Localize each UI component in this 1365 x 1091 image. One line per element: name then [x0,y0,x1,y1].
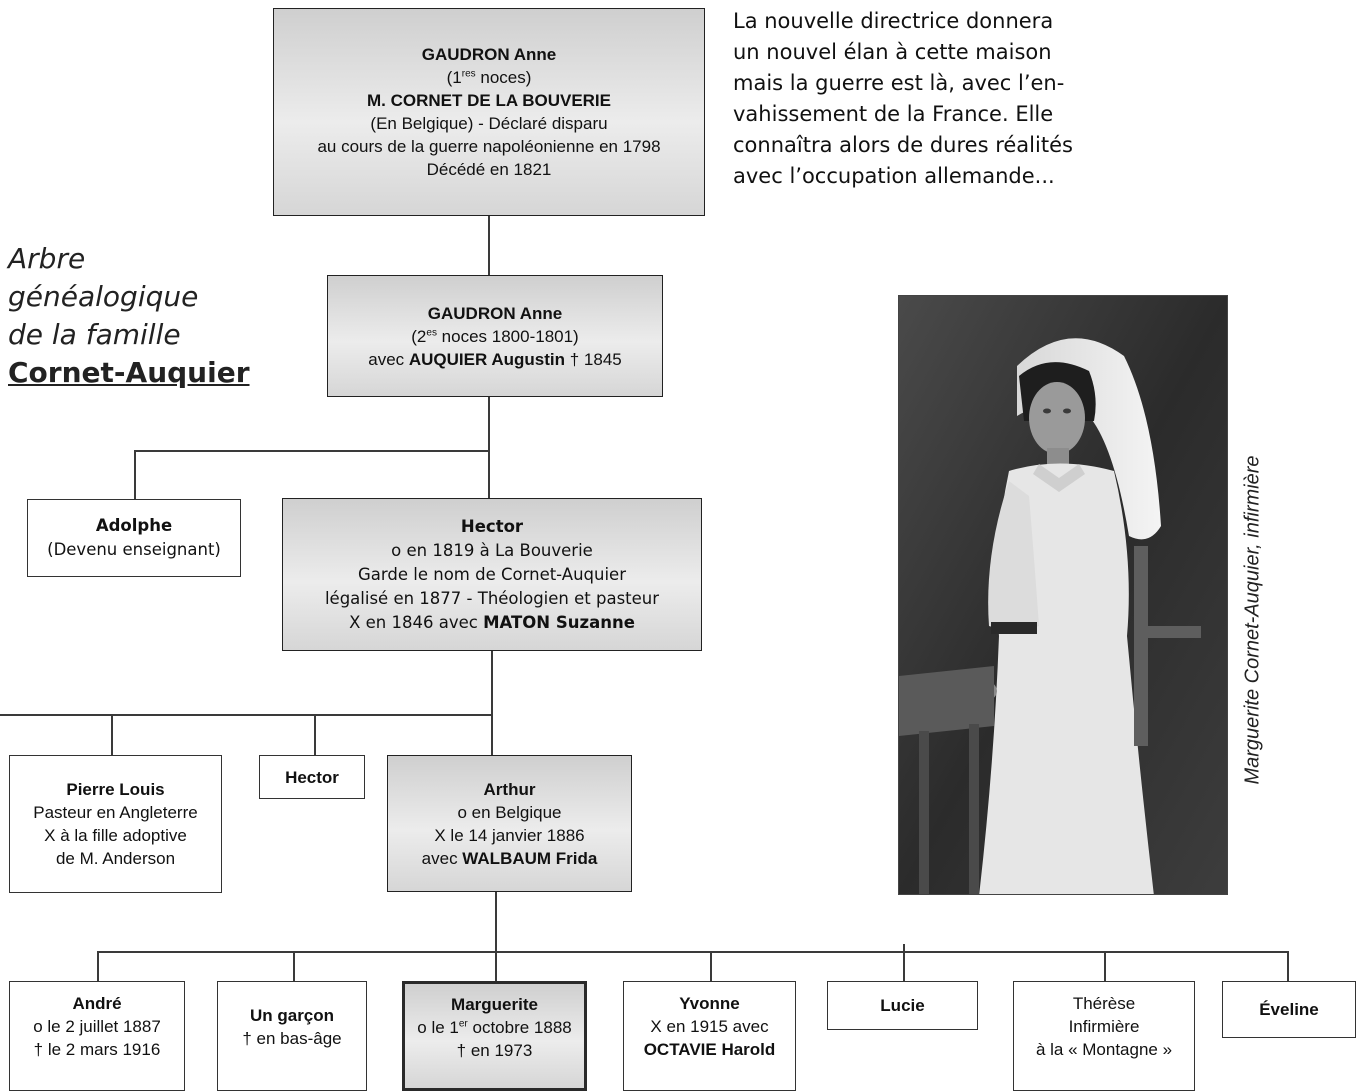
node-detail: (Devenu enseignant) [47,540,221,559]
connector [495,951,497,981]
node-detail: X à la fille adoptive [44,826,187,845]
node-detail: légalisé en 1877 - Théologien et pasteur [324,588,660,608]
node-andre: André o le 2 juillet 1887 † le 2 mars 19… [9,981,185,1091]
node-marguerite: Marguerite o le 1er octobre 1888 † en 19… [402,981,587,1091]
photo-caption: Marguerite Cornet-Auquier, infirmière [1233,415,1273,825]
node-marriage-label: (2es noces 1800-1801) [411,326,579,346]
node-name: Lucie [880,996,925,1015]
node-spouse: M. CORNET DE LA BOUVERIE [367,91,611,110]
node-gaudron-first-marriage: GAUDRON Anne (1res noces) M. CORNET DE L… [273,8,705,216]
node-name: Hector [460,516,524,536]
node-name: Pierre Louis [66,780,165,799]
node-name: Un garçon [249,1006,335,1025]
node-detail: o en Belgique [457,802,562,822]
intro-paragraph: La nouvelle directrice donnera un nouvel… [733,6,1113,192]
connector [97,951,99,981]
node-eveline: Éveline [1222,981,1356,1038]
intro-line: vahissement de la France. Elle [733,102,1054,126]
node-spouse: OCTAVIE Harold [643,1040,776,1059]
node-detail: Pasteur en Angleterre [33,803,198,822]
node-pierre-louis: Pierre Louis Pasteur en Angleterre X à l… [9,755,222,893]
node-detail: X le 14 janvier 1886 [434,825,585,845]
node-name: Adolphe [95,516,173,535]
connector [97,951,1288,953]
node-gaudron-second-marriage: GAUDRON Anne (2es noces 1800-1801) avec … [327,275,663,397]
intro-line: un nouvel élan à cette maison [733,40,1052,64]
portrait-illustration [899,296,1227,894]
node-spouse-line: avec AUQUIER Augustin † 1845 [368,349,622,369]
tree-title: Arbre généalogique de la famille Cornet-… [8,240,250,392]
node-lucie: Lucie [827,981,978,1030]
node-name: Hector [285,767,339,787]
connector [495,892,497,952]
connector [903,944,905,981]
node-name: Arthur [483,779,536,799]
node-name: Yvonne [679,994,740,1013]
node-detail: Décédé en 1821 [426,160,552,179]
connector [293,951,295,981]
tree-title-line: Arbre [8,242,86,275]
node-arthur: Arthur o en Belgique X le 14 janvier 188… [387,755,632,892]
connector [134,450,489,452]
node-detail: o le 1er octobre 1888 [417,1018,572,1037]
tree-title-line: généalogique [8,280,199,313]
connector [314,714,316,755]
node-spouse-line: X en 1846 avec MATON Suzanne [349,612,635,632]
node-detail: † en bas-âge [242,1029,342,1048]
connector [134,450,136,499]
connector [111,714,113,755]
node-detail: o le 2 juillet 1887 [33,1017,161,1036]
node-detail: Infirmière [1068,1017,1140,1036]
node-adolphe: Adolphe (Devenu enseignant) [27,499,241,577]
connector [710,951,712,981]
tree-title-line: de la famille [8,318,181,351]
connector [0,714,492,716]
connector [488,216,490,275]
node-detail: o en 1819 à La Bouverie [391,540,593,560]
node-hector-pasteur: Hector o en 1819 à La Bouverie Garde le … [282,498,702,651]
node-detail: (En Belgique) - Déclaré disparu [370,114,608,133]
photo-caption-text: Marguerite Cornet-Auquier, infirmière [1241,455,1264,785]
node-name: André [72,994,122,1013]
intro-line: La nouvelle directrice donnera [733,9,1054,33]
node-detail: † le 2 mars 1916 [33,1040,161,1059]
portrait-photo [898,295,1228,895]
connector [1104,951,1106,981]
connector [1287,951,1289,981]
node-detail: de M. Anderson [55,849,176,868]
connector [491,651,493,755]
node-detail: au cours de la guerre napoléonienne en 1… [317,137,661,156]
node-name: GAUDRON Anne [421,45,557,64]
intro-line: avec l’occupation allemande... [733,164,1055,188]
node-detail: Garde le nom de Cornet-Auquier [358,564,626,584]
node-therese: Thérèse Infirmière à la « Montagne » [1013,981,1195,1091]
node-detail: à la « Montagne » [1035,1040,1173,1059]
node-name: Marguerite [451,995,538,1014]
node-name: Éveline [1259,1000,1319,1019]
node-hector: Hector [259,755,365,799]
intro-line: connaîtra alors de dures réalités [733,133,1073,157]
node-name: GAUDRON Anne [427,303,563,323]
node-marriage-label: (1res noces) [446,68,532,87]
node-spouse-line: avec WALBAUM Frida [421,848,598,868]
intro-line: mais la guerre est là, avec l’en- [733,71,1065,95]
node-name: Thérèse [1072,994,1136,1013]
tree-title-family-name: Cornet-Auquier [8,356,250,389]
node-un-garcon: Un garçon † en bas-âge [217,981,367,1091]
node-detail: X en 1915 avec [650,1017,769,1036]
connector [488,397,490,498]
node-detail: † en 1973 [456,1041,533,1060]
node-yvonne: Yvonne X en 1915 avec OCTAVIE Harold [623,981,796,1091]
